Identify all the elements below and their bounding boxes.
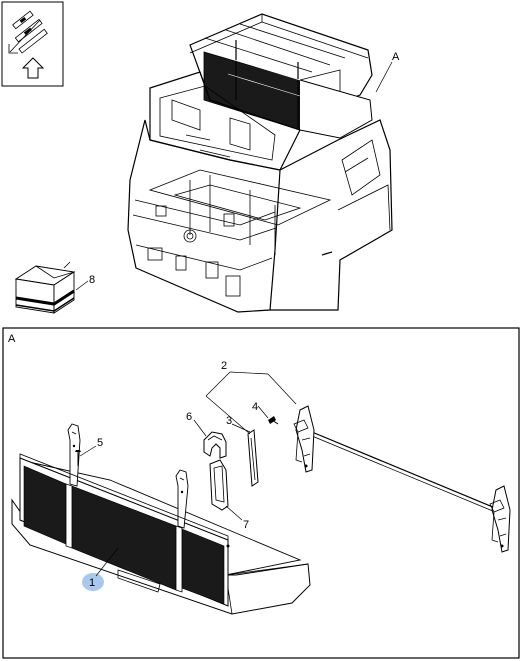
callout-item-2: 2 (221, 360, 227, 372)
leader-lines (79, 371, 297, 577)
cab-overview-illustration: A (127, 13, 400, 313)
callout-item-6: 6 (186, 411, 192, 423)
parts-box-icon: 8 (14, 261, 95, 314)
callout-item-5: 5 (97, 437, 103, 449)
callout-overview-A: A (392, 51, 400, 63)
orientation-arrow-icon (1, 1, 64, 87)
callout-item-7: 7 (243, 519, 249, 531)
sunvisor-assembly (11, 423, 311, 615)
mounting-bar (293, 405, 511, 553)
cover-strip-part-7 (209, 459, 229, 511)
clip-part-6 (203, 431, 227, 459)
screw-part-4 (268, 416, 279, 425)
sunvisor-overview (203, 40, 373, 139)
callout-item-8: 8 (89, 274, 95, 286)
callout-item-4: 4 (252, 401, 258, 413)
item-1-highlight (82, 573, 104, 591)
callout-item-3: 3 (226, 415, 232, 427)
detail-label-A: A (8, 333, 16, 345)
bracket-part-3 (247, 429, 259, 487)
detail-view-A: A (2, 327, 520, 659)
callout-item-1: 1 (89, 577, 95, 589)
